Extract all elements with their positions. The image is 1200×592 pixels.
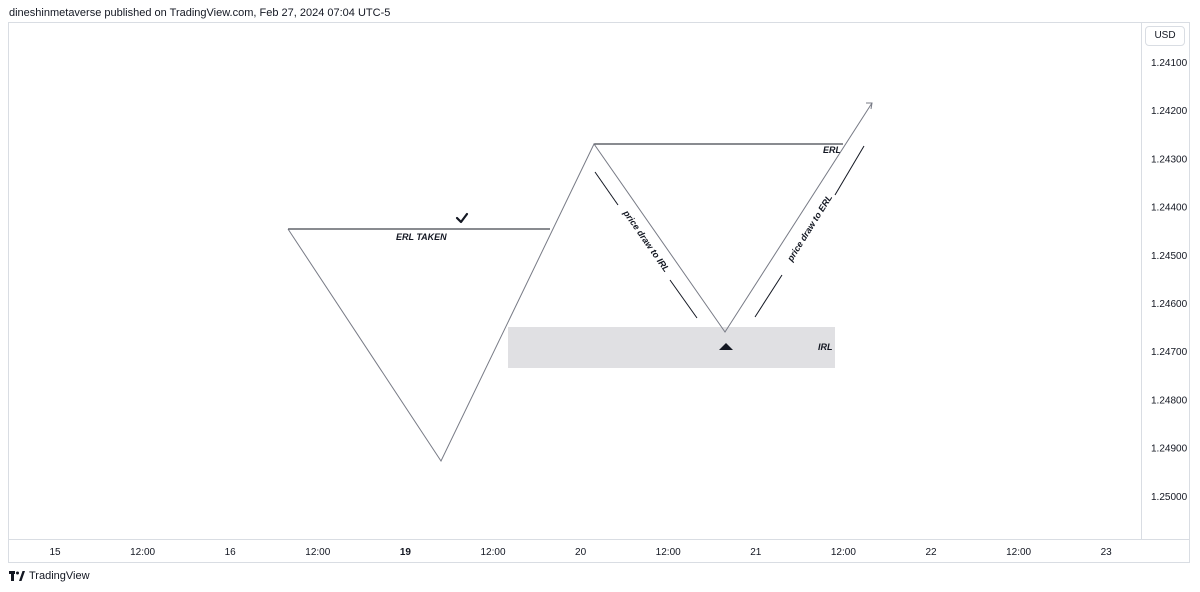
publish-info: dineshinmetaverse published on TradingVi… (9, 7, 391, 19)
draw-to-irl-line-top (594, 171, 619, 206)
time-tick-label: 19 (400, 547, 412, 558)
price-tick-label: 1.24500 (1151, 251, 1188, 262)
currency-button[interactable]: USD (1145, 26, 1185, 46)
price-axis: 1.24100 1.24200 1.24300 1.24400 1.24500 1.246… (1151, 58, 1188, 503)
price-tick-label: 1.24100 (1151, 58, 1188, 69)
checkmark-icon (455, 212, 469, 224)
draw-to-irl-line-bottom (669, 279, 698, 319)
chart-frame (8, 22, 1190, 563)
time-tick-label: 16 (225, 547, 237, 558)
price-tick-label: 1.24600 (1151, 299, 1188, 310)
time-tick-label: 15 (49, 547, 61, 558)
price-tick-label: 1.25000 (1151, 492, 1188, 503)
price-scale-divider (1141, 22, 1142, 540)
erl-taken-label: ERL TAKEN (396, 232, 447, 242)
time-tick-label: 20 (575, 547, 587, 558)
price-tick-label: 1.24400 (1151, 203, 1188, 214)
irl-label: IRL (818, 342, 833, 352)
price-tick-label: 1.24900 (1151, 444, 1188, 455)
price-tick-label: 1.24200 (1151, 106, 1188, 117)
draw-to-erl-line-bottom (754, 274, 783, 318)
time-tick-label: 12:00 (480, 547, 505, 558)
price-path[interactable] (287, 102, 873, 463)
arrowhead-icon (866, 102, 873, 110)
irl-zone[interactable] (508, 327, 835, 368)
erl-label: ERL (823, 145, 841, 155)
time-tick-label: 22 (925, 547, 937, 558)
time-scale-divider (8, 539, 1190, 540)
time-tick-label: 21 (750, 547, 762, 558)
time-tick-label: 12:00 (831, 547, 856, 558)
footer-brand[interactable]: TradingView (9, 570, 90, 582)
price-tick-label: 1.24700 (1151, 347, 1188, 358)
time-tick-label: 23 (1101, 547, 1113, 558)
draw-to-erl-line-top (834, 145, 865, 196)
time-tick-label: 12:00 (130, 547, 155, 558)
draw-to-irl-label: price draw to IRL (621, 208, 672, 274)
price-tick-label: 1.24300 (1151, 154, 1188, 165)
time-axis: 15 12:00 16 12:00 19 12:00 20 12:00 21 12:00 22 12:… (49, 547, 1112, 558)
time-tick-label: 12:00 (305, 547, 330, 558)
time-tick-label: 12:00 (656, 547, 681, 558)
price-tick-label: 1.24800 (1151, 395, 1188, 406)
draw-to-erl-label: price draw to ERL (785, 193, 835, 264)
time-tick-label: 12:00 (1006, 547, 1031, 558)
up-triangle-icon (719, 343, 733, 350)
tradingview-logo-icon (9, 571, 25, 581)
brand-name: TradingView (29, 570, 90, 582)
